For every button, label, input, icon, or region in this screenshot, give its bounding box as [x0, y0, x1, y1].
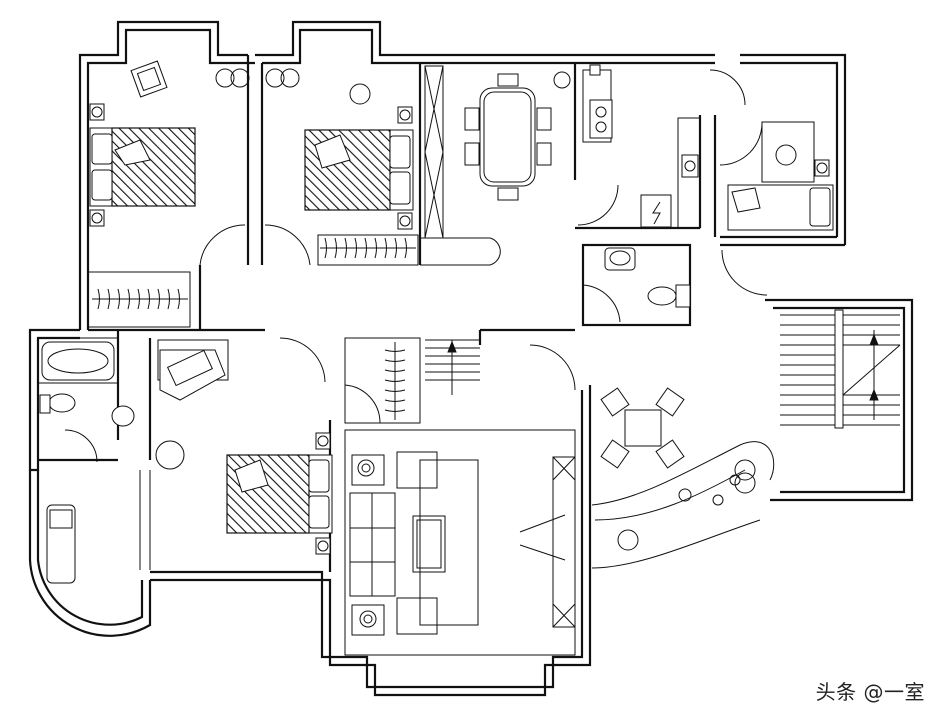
- garden-path: [591, 441, 775, 569]
- lounge-chair-balcony: [46, 504, 76, 584]
- closet-hangers: [92, 237, 416, 420]
- exterior-walls: [28, 20, 914, 697]
- bed-master-middle: [304, 106, 414, 230]
- bed-master-left: [89, 103, 196, 227]
- bathroom-right: [604, 247, 691, 308]
- bathroom-left: [39, 341, 135, 427]
- patio-table-set: [600, 387, 685, 469]
- bed-lower: [226, 432, 333, 555]
- plants: [155, 68, 797, 494]
- living-room-furniture: [349, 451, 479, 636]
- watermark: 头条 @一室: [815, 680, 925, 704]
- kitchen: [589, 64, 699, 228]
- interior-walls: [37, 55, 815, 656]
- desk-lower-left: [159, 349, 226, 401]
- staircase: [780, 309, 901, 429]
- bed-small-right: [727, 159, 834, 231]
- armchair-bedroom1: [130, 60, 168, 98]
- dining-table: [464, 73, 552, 201]
